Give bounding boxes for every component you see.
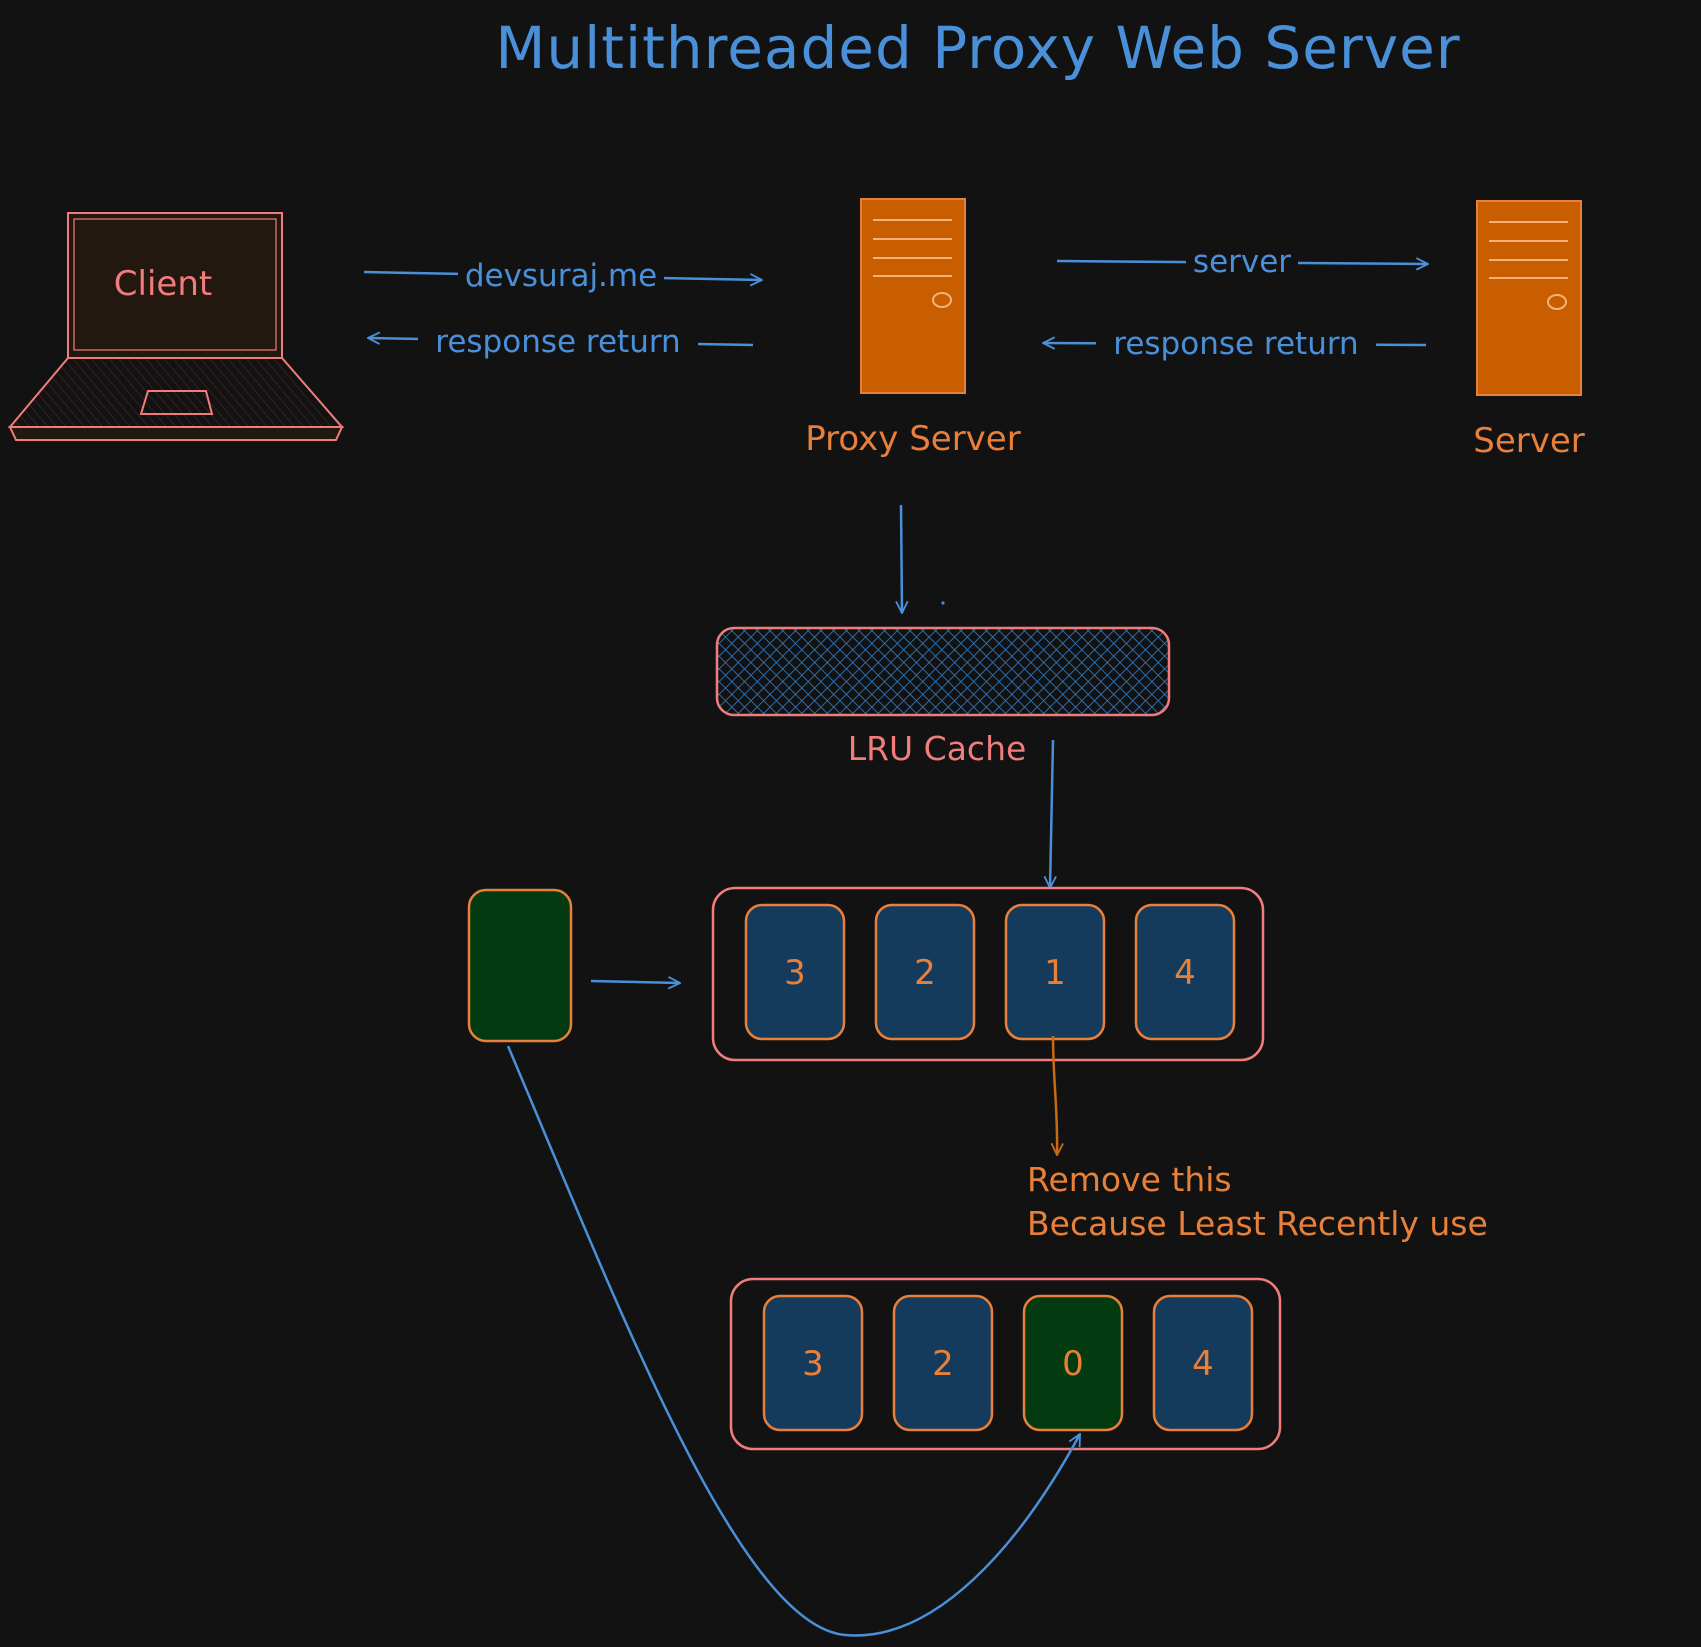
after-cell-4-label: 4	[1192, 1344, 1214, 1384]
origin-server-label: Server	[1473, 421, 1585, 461]
after-cell-4	[1152, 1294, 1254, 1432]
diagram-title: Multithreaded Proxy Web Server	[495, 14, 1460, 82]
evict-note-line2: Because Least Recently use	[1027, 1204, 1488, 1243]
forward-label: server	[1193, 244, 1291, 280]
cache-to-cells-arrow	[1050, 739, 1053, 888]
evict-arrow	[1053, 1035, 1057, 1155]
server-response-label: response return	[1113, 326, 1358, 362]
cache-cells-after: 3 2 0 4	[762, 1294, 1254, 1432]
client-response-label: response return	[435, 324, 680, 360]
evict-note-line1: Remove this	[1027, 1160, 1232, 1199]
insert-arrow	[590, 981, 680, 983]
before-cell-2	[874, 903, 976, 1041]
lru-cache-label: LRU Cache	[848, 729, 1027, 768]
before-cell-1	[744, 903, 846, 1041]
after-cell-2	[892, 1294, 994, 1432]
after-cell-1	[762, 1294, 864, 1432]
after-cell-1-label: 3	[802, 1344, 824, 1384]
before-cell-2-label: 2	[914, 953, 936, 993]
client-laptop-icon	[7, 212, 345, 441]
origin-server-icon	[1476, 200, 1582, 396]
new-item-placement-arrow	[506, 1045, 1082, 1637]
before-cell-4	[1134, 903, 1236, 1041]
cache-state-before	[711, 886, 1265, 1062]
before-cell-1-label: 3	[784, 953, 806, 993]
proxy-server-label: Proxy Server	[805, 419, 1020, 459]
lru-cache-block	[715, 626, 1171, 717]
proxy-server-icon	[860, 198, 966, 394]
cache-state-after	[729, 1277, 1282, 1451]
after-cell-2-label: 2	[932, 1344, 954, 1384]
before-cell-4-label: 4	[1174, 953, 1196, 993]
before-cell-3	[1004, 903, 1106, 1041]
before-cell-3-label: 1	[1044, 953, 1066, 993]
request-label: devsuraj.me	[465, 258, 657, 294]
proxy-to-cache-arrow	[901, 504, 902, 613]
after-cell-3-label: 0	[1062, 1344, 1084, 1384]
new-cache-item	[467, 888, 573, 1043]
after-cell-3	[1022, 1294, 1124, 1432]
cache-cells-before: 3 2 1 4	[744, 903, 1236, 1041]
client-label: Client	[114, 264, 212, 304]
